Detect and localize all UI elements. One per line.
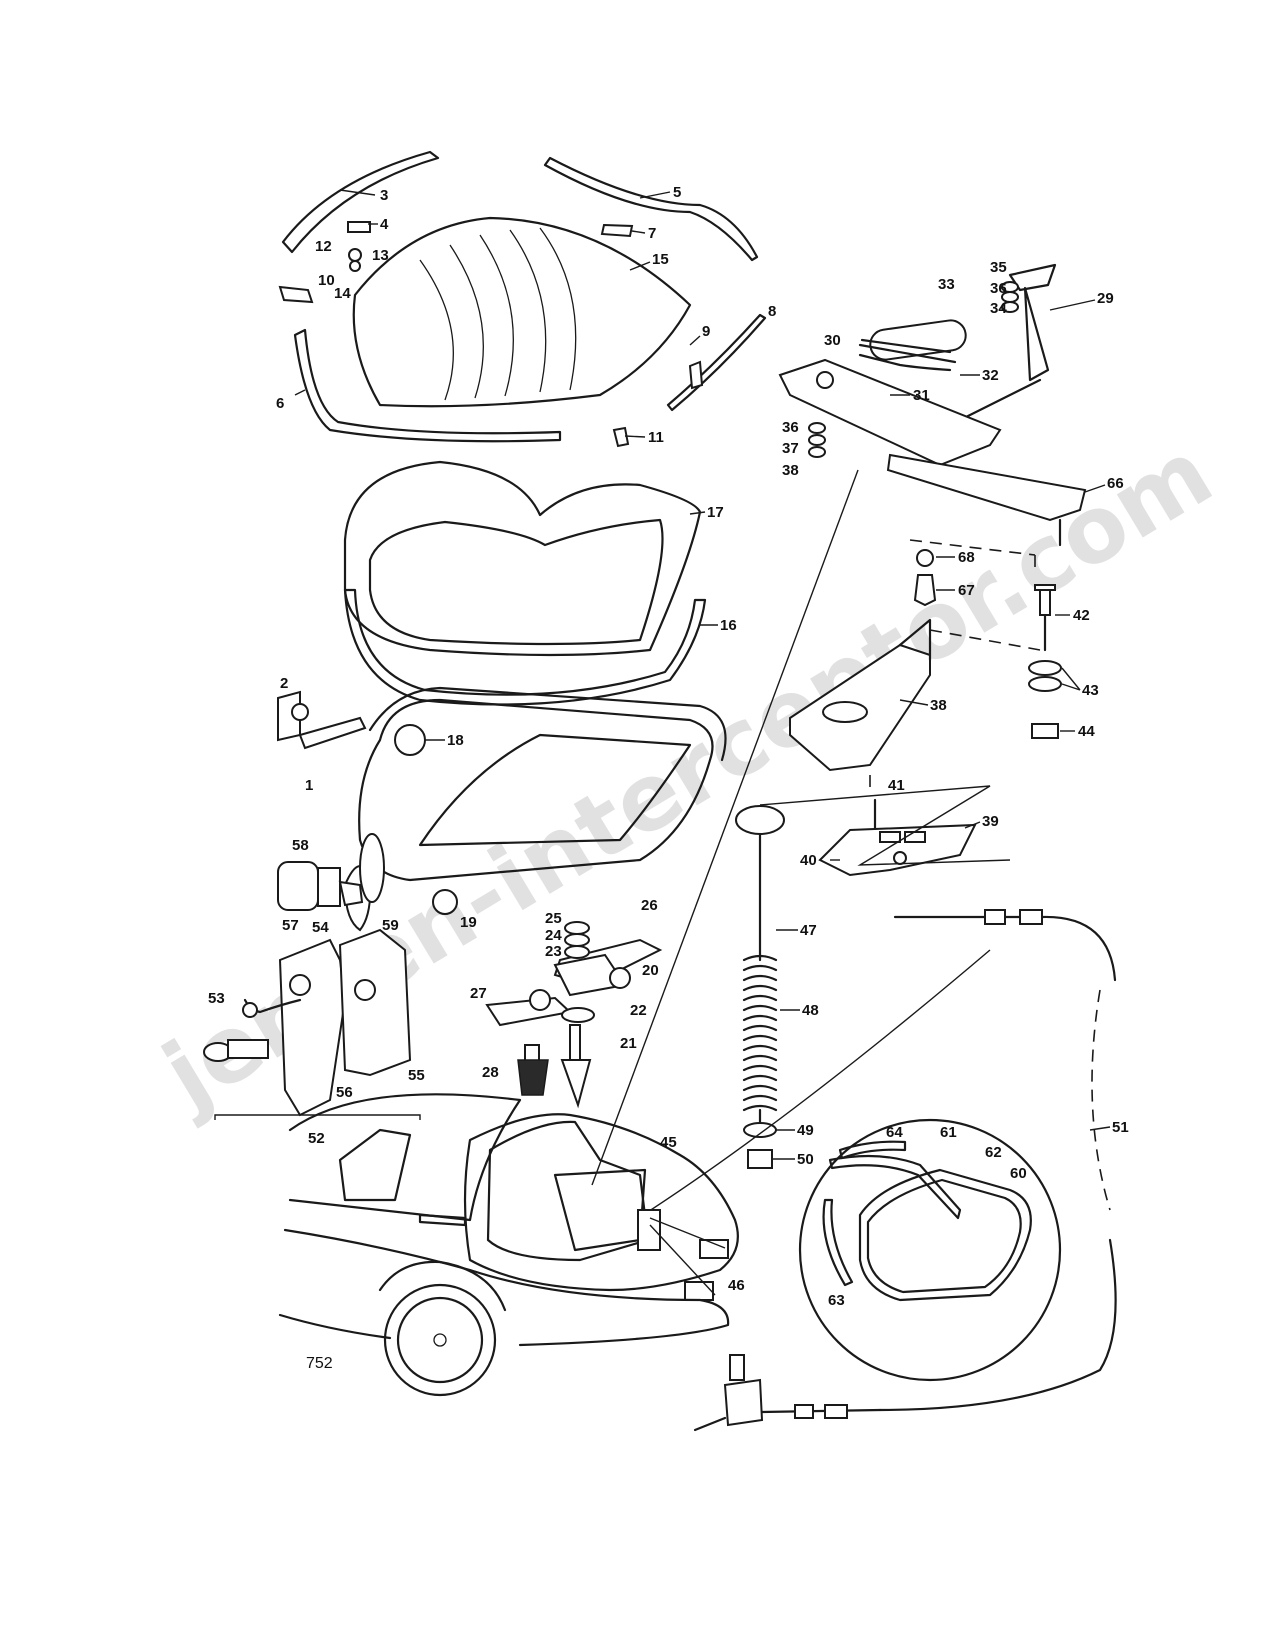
callout-63: 62 [985, 1144, 1002, 1161]
callout-24: 24 [545, 927, 562, 944]
callout-36: 36 [990, 280, 1007, 297]
callout-50: 49 [797, 1122, 814, 1139]
callout-32: 32 [982, 367, 999, 384]
callout-44: 43 [1082, 682, 1099, 699]
callout-51: 50 [797, 1151, 814, 1168]
callout-21: 21 [620, 1035, 637, 1052]
callout-33: 33 [938, 276, 955, 293]
callout-13: 13 [372, 247, 389, 264]
callout-8: 8 [768, 303, 776, 320]
callout-26: 26 [641, 897, 658, 914]
callout-45: 44 [1078, 723, 1095, 740]
window-seals [343, 460, 707, 706]
callout-40: 39 [982, 813, 999, 830]
callout-22: 22 [630, 1002, 647, 1019]
callout-4: 4 [380, 216, 389, 233]
callout-20: 20 [642, 962, 659, 979]
callout-68: 68 [958, 549, 975, 566]
callout-57: 56 [336, 1084, 353, 1101]
buffer-group [485, 921, 663, 1109]
callout-1: 1 [305, 777, 313, 794]
page-number: 752 [306, 1355, 333, 1372]
callout-52: 51 [1112, 1119, 1129, 1136]
callout-65: 64 [886, 1124, 903, 1141]
callout-54: 53 [208, 990, 225, 1007]
callout-61: 60 [1010, 1165, 1027, 1182]
callout-3: 3 [380, 187, 388, 204]
callout-38: 38 [782, 462, 799, 479]
hinge-group [277, 690, 367, 750]
callout-48: 47 [800, 922, 817, 939]
callout-59: 58 [292, 837, 309, 854]
release-button-group [735, 785, 1011, 1169]
callout-46: 45 [660, 1134, 677, 1151]
stay-assembly [591, 263, 1087, 1186]
callout-25: 25 [545, 910, 562, 927]
release-cable [639, 909, 1117, 1432]
rear-window-group [278, 150, 767, 448]
callout-7: 7 [648, 225, 656, 242]
callout-23: 23 [545, 943, 562, 960]
callout-28: 28 [482, 1064, 499, 1081]
callout-30: 30 [824, 332, 841, 349]
callout-42: 41 [888, 777, 905, 794]
callout-labels: 3 4 5 7 12 13 10 14 15 8 9 6 11 17 16 2 … [208, 184, 1129, 1309]
callout-67: 67 [958, 582, 975, 599]
callout-15: 15 [652, 251, 669, 268]
callout-66: 66 [1107, 475, 1124, 492]
callout-6: 6 [276, 395, 284, 412]
callout-36b: 37 [782, 440, 799, 457]
callout-2: 2 [280, 675, 288, 692]
seal-detail-inset [798, 1118, 1062, 1382]
lock-barrel-group [277, 833, 385, 911]
callout-64: 63 [828, 1292, 845, 1309]
callout-62: 61 [940, 1124, 957, 1141]
callout-17: 17 [707, 504, 724, 521]
callout-37: 36 [782, 419, 799, 436]
callout-27: 27 [470, 985, 487, 1002]
lock-bracket-group [789, 539, 1062, 877]
callout-14: 14 [334, 285, 351, 302]
callout-16: 16 [720, 617, 737, 634]
callout-49: 48 [802, 1002, 819, 1019]
callout-34: 34 [990, 300, 1007, 317]
callout-31: 31 [913, 387, 930, 404]
callout-60: 59 [382, 917, 399, 934]
callout-39: 38 [930, 697, 947, 714]
callout-55: 54 [312, 919, 329, 936]
callout-29: 29 [1097, 290, 1114, 307]
callout-19: 19 [460, 914, 477, 931]
latch-assembly [203, 928, 421, 1120]
callout-47: 46 [728, 1277, 745, 1294]
callout-43: 42 [1073, 607, 1090, 624]
callout-18: 18 [447, 732, 464, 749]
callout-5: 5 [673, 184, 681, 201]
callout-56: 55 [408, 1067, 425, 1084]
callout-9: 9 [702, 323, 710, 340]
callout-41: 40 [800, 852, 817, 869]
callout-11: 11 [648, 429, 664, 446]
car-rear-view [278, 1093, 739, 1397]
callout-35: 35 [990, 259, 1007, 276]
callout-58: 57 [282, 917, 299, 934]
callout-12: 12 [315, 238, 332, 255]
callout-10: 10 [318, 272, 335, 289]
callout-53: 52 [308, 1130, 325, 1147]
